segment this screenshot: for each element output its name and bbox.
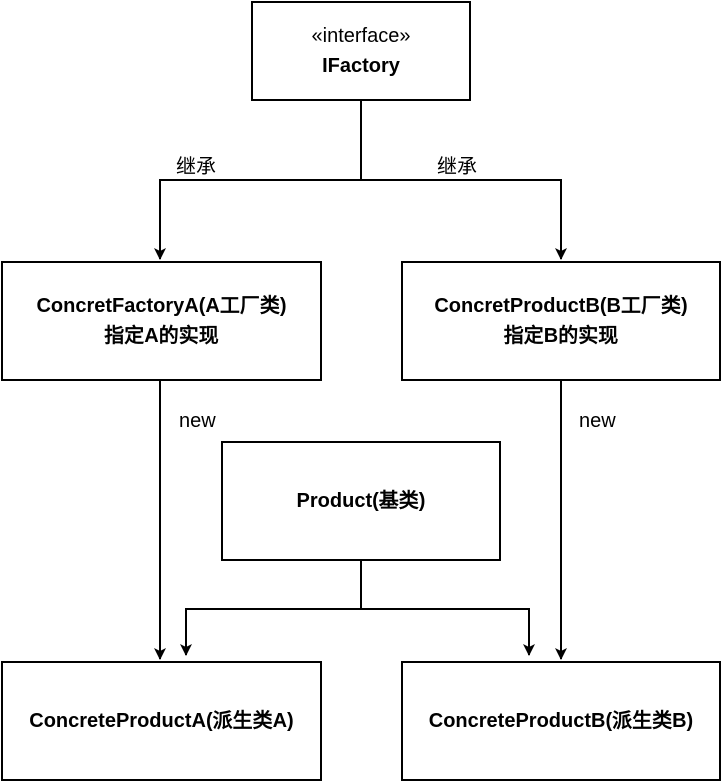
concrete-factory-a-box: ConcretFactoryA(A工厂类) 指定A的实现 <box>1 261 322 381</box>
product-base-title: Product(基类) <box>296 490 426 512</box>
ifactory-box: «interface» IFactory <box>251 1 471 101</box>
factory-a-subtitle: 指定A的实现 <box>104 325 219 347</box>
product-b-title: ConcreteProductB(派生类B) <box>428 710 694 732</box>
derive-edge-left <box>180 561 362 656</box>
product-base-box: Product(基类) <box>221 441 501 561</box>
inherit-edge-right <box>361 179 567 260</box>
inherit-edge-left <box>154 101 362 260</box>
ifactory-title: IFactory <box>322 55 400 77</box>
factory-a-title: ConcretFactoryA(A工厂类) <box>36 295 287 317</box>
inherit-label-left: 继承 <box>176 156 216 178</box>
concrete-product-b-box: ConcreteProductB(派生类B) <box>401 661 721 781</box>
concrete-factory-b-box: ConcretProductB(B工厂类) 指定B的实现 <box>401 261 721 381</box>
interface-stereotype: «interface» <box>311 25 411 47</box>
concrete-product-a-box: ConcreteProductA(派生类A) <box>1 661 322 781</box>
inherit-label-right: 继承 <box>437 156 477 178</box>
new-label-left: new <box>179 410 216 432</box>
product-a-title: ConcreteProductA(派生类A) <box>29 710 294 732</box>
factory-b-title: ConcretProductB(B工厂类) <box>434 295 688 317</box>
new-label-right: new <box>579 410 616 432</box>
factory-b-subtitle: 指定B的实现 <box>503 325 619 347</box>
derive-edge-right <box>361 608 535 656</box>
